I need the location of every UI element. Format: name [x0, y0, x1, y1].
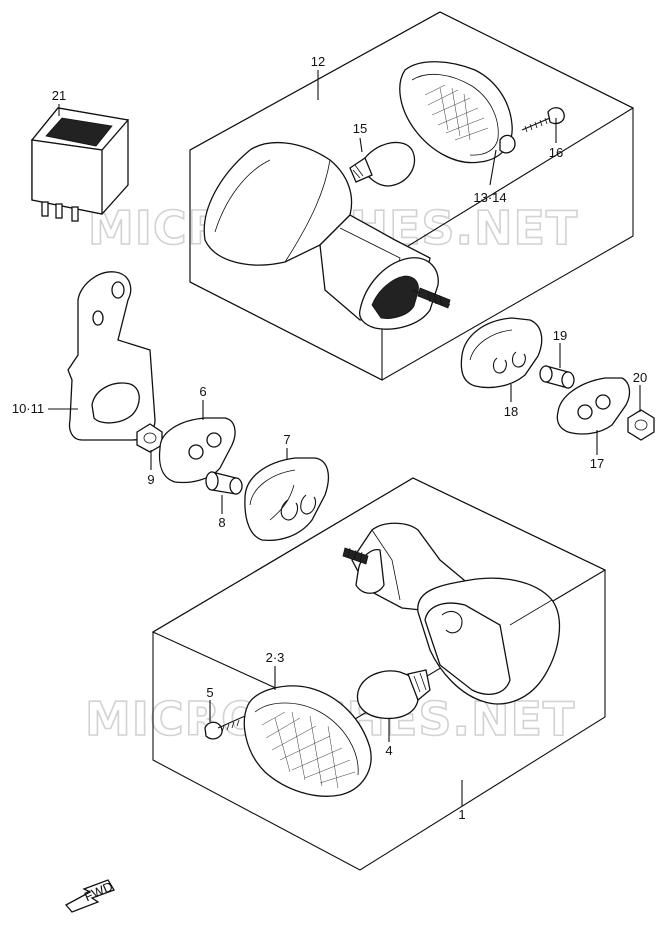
callout-10-11: 10·11 — [12, 401, 44, 416]
turn-signal-housing-1 — [342, 522, 561, 705]
callout-7: 7 — [283, 432, 290, 447]
callout-6: 6 — [199, 384, 206, 399]
lens-2-3 — [243, 685, 372, 797]
callout-labels: 12 15 13·14 16 21 10·11 9 6 8 7 18 19 17… — [12, 54, 647, 822]
callout-2-3: 2·3 — [266, 650, 285, 665]
callout-19: 19 — [553, 328, 567, 343]
callout-9: 9 — [147, 472, 154, 487]
callout-18: 18 — [504, 404, 518, 419]
callout-15: 15 — [353, 121, 367, 136]
callout-21: 21 — [52, 88, 66, 103]
bracket-10-11 — [67, 271, 156, 441]
damper-7 — [244, 457, 329, 542]
lens-13-14 — [399, 61, 516, 164]
callout-17: 17 — [590, 456, 604, 471]
callout-1: 1 — [458, 807, 465, 822]
spacer-8 — [205, 471, 243, 495]
nut-20 — [627, 409, 655, 441]
callout-5: 5 — [206, 685, 213, 700]
callout-8: 8 — [218, 515, 225, 530]
fwd-arrow-icon: FWD — [64, 879, 115, 913]
plate-6 — [158, 417, 236, 484]
spacer-19 — [539, 365, 575, 389]
callout-4: 4 — [385, 743, 392, 758]
screw-5 — [204, 715, 246, 740]
bulb-4 — [356, 669, 431, 720]
bulb-15 — [349, 141, 416, 187]
leader-lines — [48, 70, 641, 806]
callout-12: 12 — [311, 54, 325, 69]
callout-16: 16 — [549, 145, 563, 160]
fwd-label: FWD — [82, 879, 115, 905]
callout-13-14: 13·14 — [473, 190, 506, 205]
callout-20: 20 — [633, 370, 647, 385]
screw-16 — [521, 107, 565, 133]
plate-17 — [556, 377, 631, 435]
turn-signal-housing-12 — [203, 141, 451, 330]
relay-21 — [30, 107, 130, 222]
damper-18 — [460, 317, 543, 389]
